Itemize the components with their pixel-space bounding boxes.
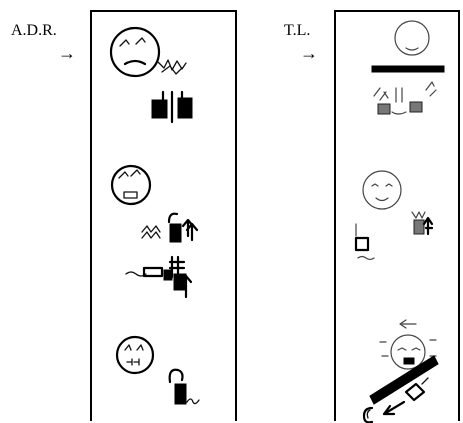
arrow-tl: → (300, 43, 318, 63)
adr-scribble-2 (141, 212, 199, 243)
tl-rays-1 (373, 81, 437, 115)
adr-face-2 (110, 164, 152, 206)
tl-face-1 (371, 20, 445, 73)
adr-lock-3 (168, 368, 200, 405)
subject-label-adr: A.D.R. (11, 22, 57, 39)
adr-face-1 (109, 26, 161, 78)
adr-blocks-1 (151, 90, 193, 124)
tl-face-2 (362, 170, 402, 210)
tl-drawings (354, 20, 445, 423)
tl-arrow-3 (362, 377, 429, 423)
drawing-panel-adr (90, 10, 237, 421)
adr-face-3 (115, 335, 155, 375)
tl-figure-2 (354, 211, 434, 261)
tl-face-3 (369, 319, 439, 405)
adr-scribble-1 (157, 59, 187, 75)
subject-label-tl: T.L. (284, 22, 311, 39)
drawing-panel-tl (334, 10, 460, 423)
arrow-adr: → (58, 43, 76, 63)
adr-drawings (109, 26, 200, 405)
adr-blocks-2 (125, 255, 193, 299)
